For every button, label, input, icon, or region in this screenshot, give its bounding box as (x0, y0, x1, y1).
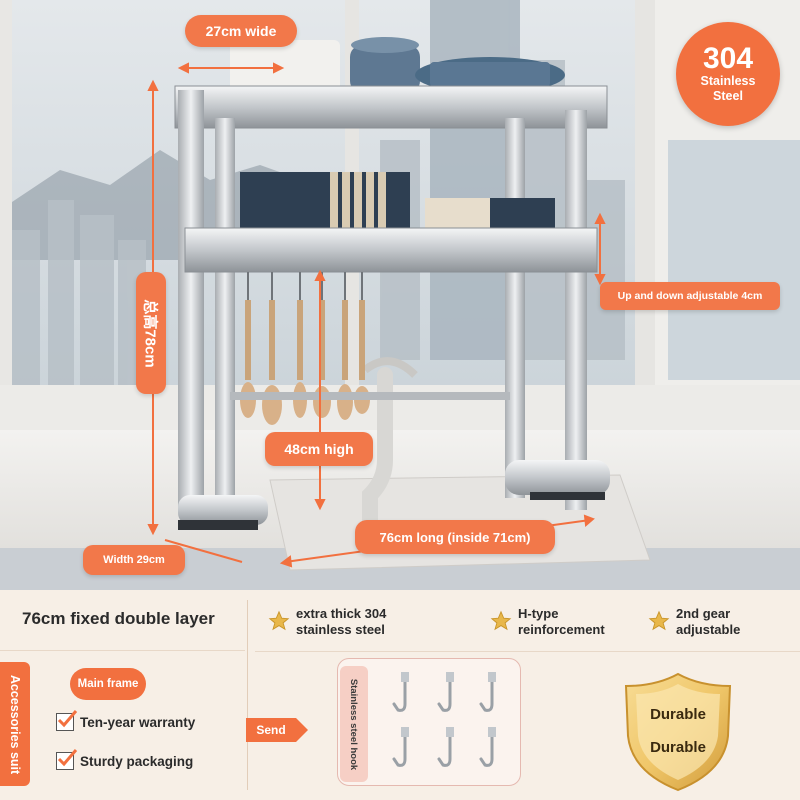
height-dimension-label: 48cm high (265, 432, 373, 466)
feature-line2: reinforcement (518, 622, 605, 637)
badge-line2: Steel (713, 89, 743, 103)
badge-number: 304 (702, 42, 754, 75)
check-icon (56, 749, 78, 770)
fixed-layer-title: 76cm fixed double layer (22, 609, 215, 628)
feature-line1: 2nd gear (676, 606, 731, 621)
hook-label: Stainless steel hook (340, 666, 368, 782)
divider (0, 650, 245, 651)
badge-line1: Stainless (700, 74, 756, 88)
feature-line2: adjustable (676, 622, 741, 637)
star-icon (268, 610, 290, 631)
material-badge: 304 Stainless Steel (676, 22, 780, 126)
check-icon (56, 710, 78, 731)
checklist-item: Sturdy packaging (56, 749, 194, 770)
divider (255, 651, 800, 652)
feature-line2: stainless steel (296, 622, 385, 637)
total-height-text: 总高78cm (141, 298, 159, 368)
hook-label-text: Stainless steel hook (348, 678, 360, 770)
shield-icon (624, 672, 732, 792)
adjustable-dimension-label: Up and down adjustable 4cm (600, 282, 780, 310)
send-arrow-label: Send (246, 718, 308, 742)
star-icon (648, 610, 670, 631)
durable-line1: Durable (650, 706, 706, 723)
dish-rack-illustration (0, 0, 800, 590)
divider (247, 600, 248, 790)
durable-line2: Durable (650, 739, 706, 756)
accessories-tab-label: Accessories suit (8, 674, 23, 774)
checklist-text: Ten-year warranty (80, 714, 196, 730)
hook-icon (392, 672, 496, 767)
total-height-label: 总高78cm (136, 272, 166, 394)
depth-dimension-label: Width 29cm (83, 545, 185, 575)
checklist-item: Ten-year warranty (56, 710, 196, 731)
product-photo: 27cm wide Up and down adjustable 4cm 48c… (0, 0, 800, 590)
width-dimension-label: 27cm wide (185, 15, 297, 47)
durable-text: Durable Durable (616, 698, 740, 764)
accessories-tab: Accessories suit (0, 662, 30, 786)
feature-line1: H-type (518, 606, 559, 621)
checklist-text: Sturdy packaging (80, 753, 194, 769)
main-frame-pill: Main frame (70, 668, 146, 700)
length-dimension-label: 76cm long (inside 71cm) (355, 520, 555, 554)
feature-line1: extra thick 304 (296, 606, 387, 621)
star-icon (490, 610, 512, 631)
